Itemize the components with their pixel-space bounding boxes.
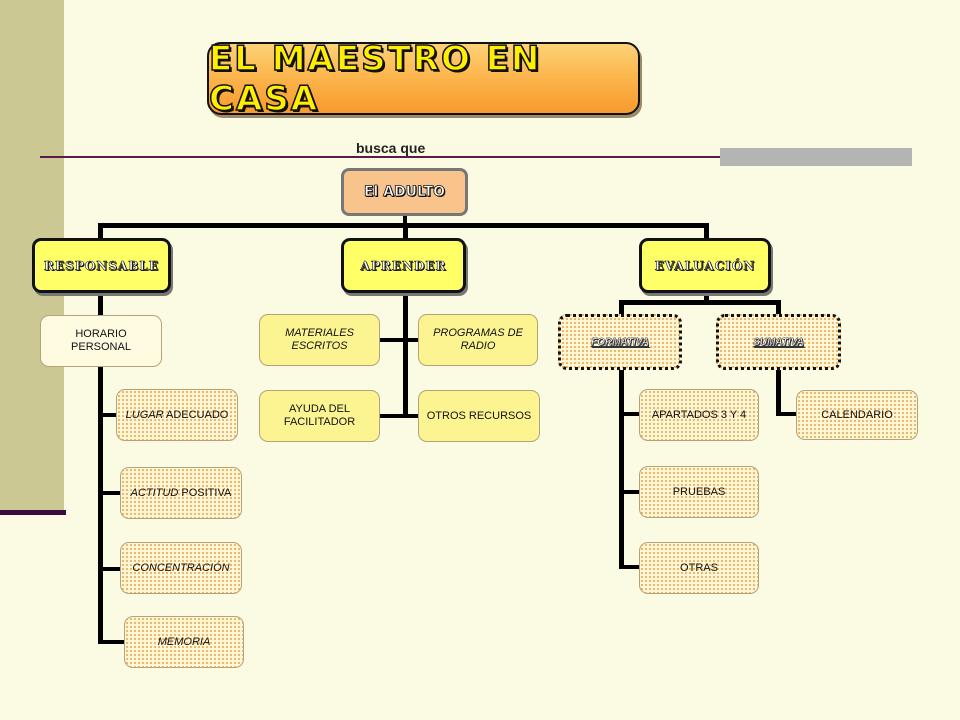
- node-label: HORARIO PERSONAL: [71, 328, 131, 353]
- node-label-emphasis: ACTITUD: [130, 486, 179, 499]
- node-label: SUMATIVA: [753, 336, 804, 348]
- header-gray-block: [720, 148, 912, 166]
- node-label: PRUEBAS: [672, 485, 726, 498]
- connector: [98, 367, 103, 644]
- node-label-emphasis: CONCENTRACIÓN: [132, 561, 230, 574]
- node-label-rest: POSITIVA: [178, 486, 232, 499]
- node-concentracion: CONCENTRACIÓN: [120, 542, 242, 594]
- node-pruebas: PRUEBAS: [639, 466, 759, 518]
- node-actitud-positiva: ACTITUD POSITIVA: [120, 467, 242, 519]
- node-label: CONCENTRACIÓN: [132, 562, 229, 575]
- connector: [704, 223, 709, 240]
- category-responsable: RESPONSABLE: [32, 238, 171, 293]
- connector: [98, 567, 120, 571]
- connector: [619, 565, 641, 569]
- connector: [776, 368, 781, 416]
- category-aprender: APRENDER: [341, 238, 466, 293]
- root-label: El ADULTO: [363, 184, 446, 201]
- connector: [619, 412, 641, 416]
- node-memoria: MEMORIA: [124, 616, 244, 668]
- node-label: CALENDARIO: [821, 408, 893, 421]
- category-label: APRENDER: [360, 258, 447, 273]
- node-label: OTRAS: [680, 561, 718, 574]
- subtitle: busca que: [356, 140, 426, 156]
- category-label: RESPONSABLE: [44, 258, 159, 273]
- connector: [704, 292, 709, 302]
- node-materiales-escritos: MATERIALES ESCRITOS: [259, 314, 380, 366]
- connector: [619, 300, 781, 305]
- connector: [403, 223, 408, 240]
- node-ayuda-facilitador: AYUDA DEL FACILITADOR: [259, 390, 380, 442]
- node-label: MEMORIA: [158, 636, 211, 649]
- node-label: PROGRAMAS DE RADIO: [433, 327, 523, 352]
- connector: [98, 640, 124, 644]
- connector: [403, 216, 407, 224]
- connector: [619, 490, 641, 494]
- node-label: APARTADOS 3 Y 4: [651, 408, 747, 421]
- connector: [619, 300, 624, 314]
- node-horario-personal: HORARIO PERSONAL: [40, 315, 162, 367]
- node-label: ACTITUD POSITIVA: [131, 487, 232, 500]
- connector: [619, 368, 624, 569]
- node-label-emphasis: LUGAR: [125, 408, 164, 421]
- node-programas-de-radio: PROGRAMAS DE RADIO: [418, 314, 538, 366]
- node-apartados: APARTADOS 3 Y 4: [639, 389, 759, 441]
- node-label: FORMATIVA: [591, 336, 649, 348]
- title-banner: EL MAESTRO EN CASA: [207, 38, 640, 119]
- connector: [98, 223, 103, 240]
- connector: [98, 491, 120, 495]
- node-label-emphasis: MEMORIA: [157, 635, 211, 648]
- connector: [380, 338, 420, 342]
- node-label: AYUDA DEL FACILITADOR: [283, 403, 356, 428]
- node-sumativa: SUMATIVA: [716, 314, 841, 370]
- root-node: El ADULTO: [341, 168, 468, 216]
- category-evaluacion: EVALUACIÓN: [639, 238, 771, 293]
- category-label: EVALUACIÓN: [654, 258, 756, 273]
- node-label: LUGAR ADECUADO: [126, 409, 229, 422]
- connector: [403, 292, 408, 418]
- node-otros-recursos: OTROS RECURSOS: [418, 390, 540, 442]
- connector: [776, 300, 781, 314]
- connector: [98, 413, 120, 417]
- node-calendario: CALENDARIO: [796, 390, 918, 440]
- node-label: MATERIALES ESCRITOS: [285, 327, 354, 352]
- header-rule: [40, 156, 912, 158]
- node-otras: OTRAS: [639, 542, 759, 594]
- page-title: EL MAESTRO EN CASA: [208, 38, 542, 120]
- node-formativa: FORMATIVA: [558, 314, 682, 370]
- connector: [776, 412, 798, 416]
- node-lugar-adecuado: LUGAR ADECUADO: [116, 389, 238, 441]
- connector: [380, 414, 420, 418]
- node-label-rest: ADECUADO: [163, 408, 229, 421]
- connector: [98, 292, 103, 316]
- node-label: OTROS RECURSOS: [426, 409, 532, 422]
- left-accent-line: [0, 510, 66, 515]
